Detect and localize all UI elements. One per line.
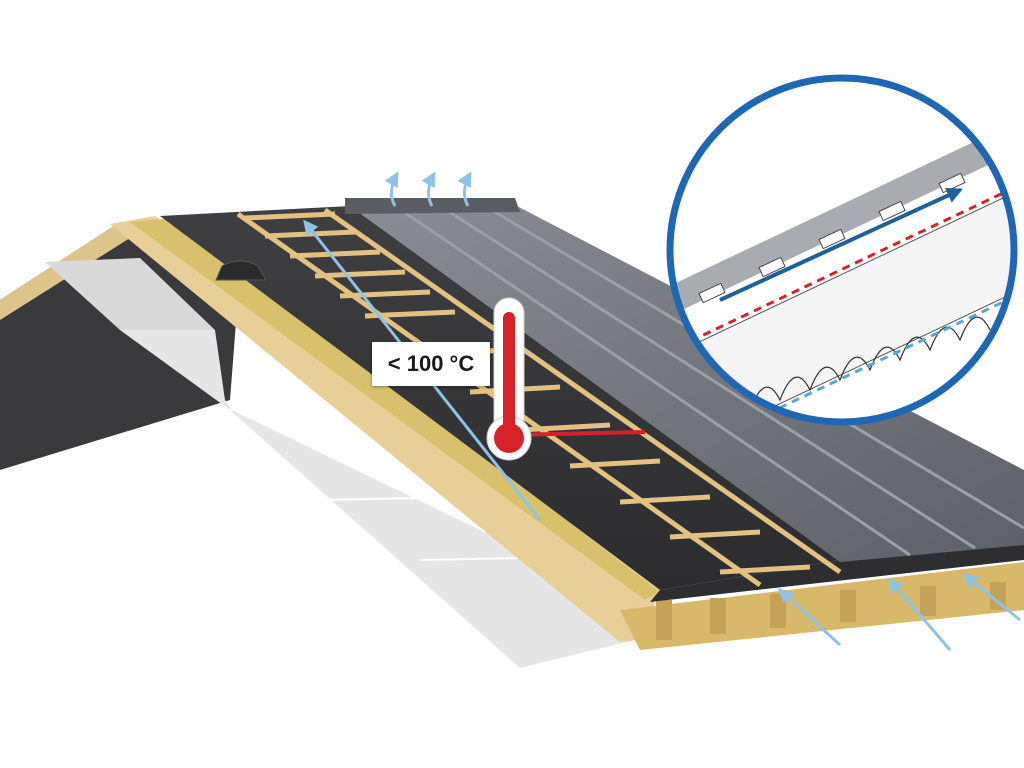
temperature-label: < 100 °C [372,342,490,386]
